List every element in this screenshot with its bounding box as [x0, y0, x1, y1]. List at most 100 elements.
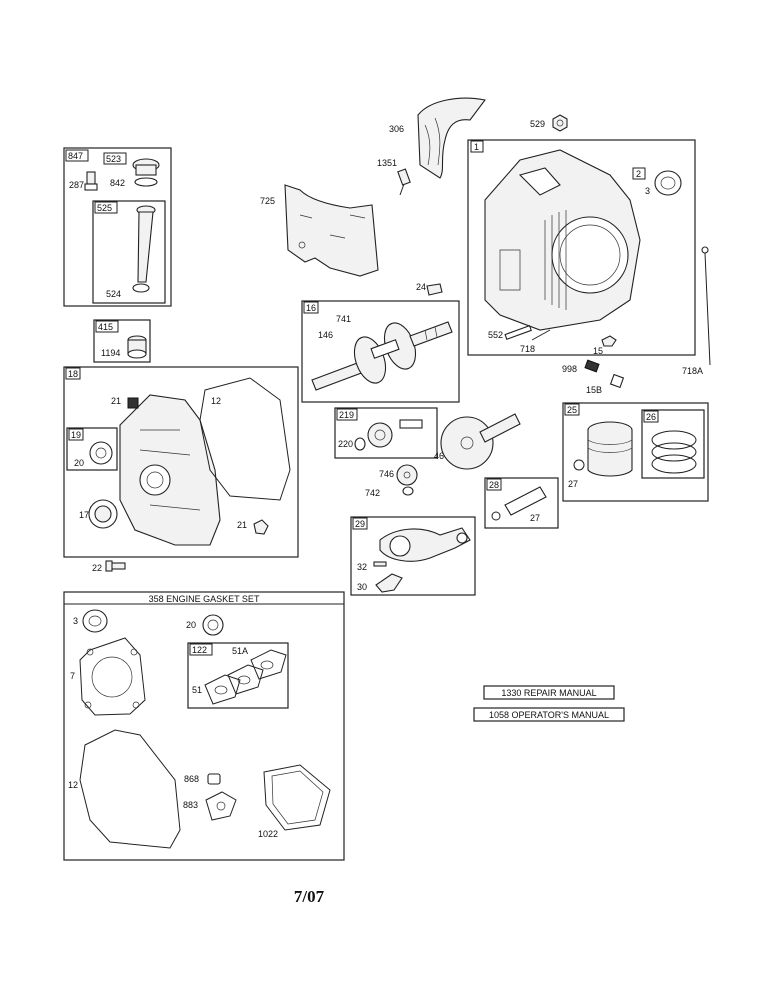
callout-12a: 12 — [211, 396, 221, 406]
callout-1351: 1351 — [377, 158, 397, 168]
callout-16: 16 — [306, 303, 316, 313]
operators-manual-label: 1058 OPERATOR'S MANUAL — [473, 707, 625, 722]
box-dipstick-tube — [92, 200, 166, 304]
dipper-30 — [375, 573, 403, 593]
oil-seal-3 — [654, 170, 682, 196]
gasket-12a — [199, 377, 291, 501]
callout-847: 847 — [68, 151, 83, 161]
screw-1351 — [397, 168, 411, 196]
callout-742: 742 — [365, 488, 380, 498]
washer-220 — [354, 437, 366, 451]
box-rings — [641, 409, 705, 479]
box-connecting-rod — [350, 516, 476, 596]
seal-20b — [202, 614, 224, 636]
cylinder-block-1 — [484, 149, 641, 331]
callout-741: 741 — [336, 314, 351, 324]
box-governor — [334, 407, 438, 459]
wrist-pin-28 — [491, 486, 547, 521]
callout-22: 22 — [92, 563, 102, 573]
callout-523: 523 — [106, 154, 121, 164]
dipstick-tube-525 — [132, 205, 156, 293]
box-cylinder — [467, 139, 696, 356]
plug-15 — [601, 335, 617, 347]
crankshaft-16 — [311, 321, 453, 391]
piston-rings-26 — [651, 430, 697, 474]
callout-17: 17 — [79, 510, 89, 520]
air-guide-725 — [284, 184, 379, 277]
callout-883: 883 — [183, 800, 198, 810]
callout-12b: 12 — [68, 780, 78, 790]
box-crankcase-cover — [63, 366, 299, 558]
box-piston — [562, 402, 709, 502]
gasket-883 — [205, 791, 237, 821]
gear-746 — [396, 464, 418, 486]
callout-725: 725 — [260, 196, 275, 206]
callout-718: 718 — [520, 344, 535, 354]
bolt-32 — [373, 561, 387, 567]
head-gasket-7 — [79, 637, 146, 716]
piston-25 — [587, 421, 633, 477]
callout-24: 24 — [416, 282, 426, 292]
callout-20b: 20 — [186, 620, 196, 630]
callout-525: 525 — [97, 203, 112, 213]
box-crankshaft — [301, 300, 460, 403]
callout-998: 998 — [562, 364, 577, 374]
connecting-rod-29 — [379, 527, 471, 562]
governor-gear-219 — [367, 419, 423, 448]
washer-742 — [402, 486, 414, 496]
clip-27a — [573, 459, 585, 471]
seal-20a — [89, 441, 113, 465]
box-19 — [66, 427, 118, 471]
callout-1: 1 — [474, 142, 479, 152]
svg-text:1330 REPAIR MANUAL: 1330 REPAIR MANUAL — [501, 688, 596, 698]
callout-15b: 15B — [586, 385, 602, 395]
bearing-17 — [88, 499, 118, 529]
callout-18: 18 — [68, 369, 78, 379]
callout-552: 552 — [488, 330, 503, 340]
callout-1194: 1194 — [101, 348, 120, 358]
fitting-998 — [584, 359, 600, 373]
camshaft-46 — [440, 413, 521, 470]
callout-746: 746 — [379, 469, 394, 479]
cover-18 — [119, 394, 221, 546]
callout-306: 306 — [389, 124, 404, 134]
callout-46: 46 — [434, 451, 444, 461]
key-24 — [426, 283, 443, 296]
screw-22 — [105, 560, 126, 572]
callout-3b: 3 — [73, 616, 78, 626]
box-dipstick — [63, 147, 172, 307]
callout-2: 2 — [636, 169, 641, 179]
callout-7: 7 — [70, 671, 75, 681]
callout-19: 19 — [71, 430, 81, 440]
callout-51: 51 — [192, 685, 202, 695]
fill-cap-1194 — [127, 335, 147, 359]
callout-26: 26 — [646, 412, 656, 422]
callout-220: 220 — [338, 439, 353, 449]
box-wrist-pin — [484, 477, 559, 529]
intake-gaskets-51 — [204, 649, 287, 705]
callout-524: 524 — [106, 289, 121, 299]
callout-21b: 21 — [237, 520, 247, 530]
dowel-552 — [504, 324, 532, 340]
gasket-set-title: 358 ENGINE GASKET SET — [149, 594, 260, 604]
callout-415: 415 — [98, 322, 113, 332]
pin-718a — [701, 246, 711, 366]
callout-718a: 718A — [682, 366, 703, 376]
callout-219: 219 — [339, 410, 354, 420]
callout-529: 529 — [530, 119, 545, 129]
plug-15b — [609, 373, 625, 389]
callout-28: 28 — [489, 480, 499, 490]
box-415 — [93, 319, 151, 363]
footer-date: 7/07 — [294, 887, 325, 906]
box-intake-gaskets — [187, 642, 289, 709]
blower-shield-306 — [417, 97, 486, 179]
callout-868: 868 — [184, 774, 199, 784]
seal-3b — [82, 609, 108, 633]
callout-27a: 27 — [568, 479, 578, 489]
repair-manual-label: 1330 REPAIR MANUAL — [483, 685, 615, 700]
callout-146: 146 — [318, 330, 333, 340]
dipstick-cap-523 — [132, 158, 160, 187]
callout-15: 15 — [593, 346, 603, 356]
fitting-287 — [84, 171, 98, 191]
